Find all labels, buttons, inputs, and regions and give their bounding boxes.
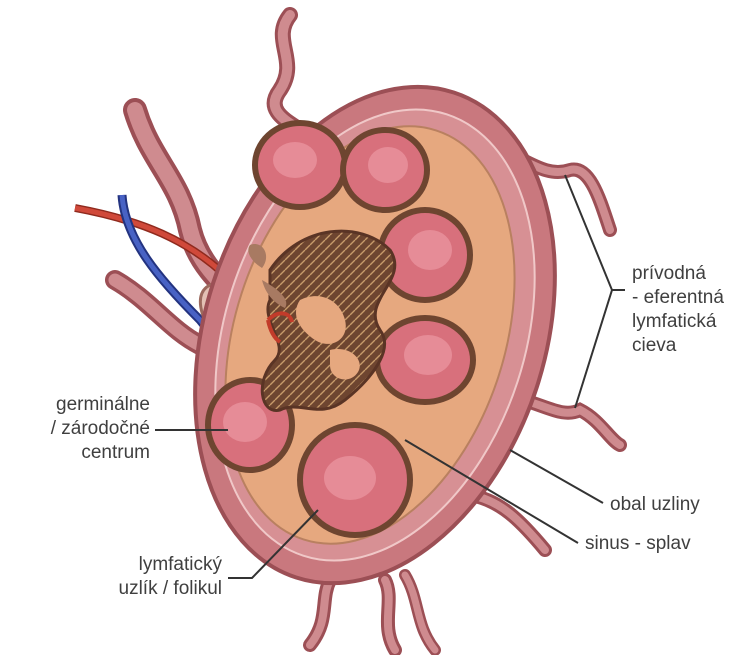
label-follicle-line1: lymfatický bbox=[60, 553, 222, 577]
label-follicle-line2: uzlík / folikul bbox=[60, 577, 222, 601]
label-sinus: sinus - splav bbox=[585, 532, 691, 556]
label-capsule: obal uzliny bbox=[610, 493, 700, 517]
germinal-center bbox=[223, 402, 267, 442]
label-germinal-line1: germinálne bbox=[10, 393, 150, 417]
label-germinal-center: germinálne / zárodočné centrum bbox=[10, 393, 150, 465]
label-afferent-line3: lymfatická bbox=[632, 310, 724, 334]
label-germinal-line3: centrum bbox=[10, 441, 150, 465]
label-germinal-line2: / zárodočné bbox=[10, 417, 150, 441]
leader-capsule bbox=[510, 450, 603, 503]
label-follicle: lymfatický uzlík / folikul bbox=[60, 553, 222, 601]
label-afferent-line1: prívodná bbox=[632, 262, 724, 286]
label-afferent-vessel: prívodná - eferentná lymfatická cieva bbox=[632, 262, 724, 358]
label-afferent-line2: - eferentná bbox=[632, 286, 724, 310]
label-afferent-line4: cieva bbox=[632, 334, 724, 358]
